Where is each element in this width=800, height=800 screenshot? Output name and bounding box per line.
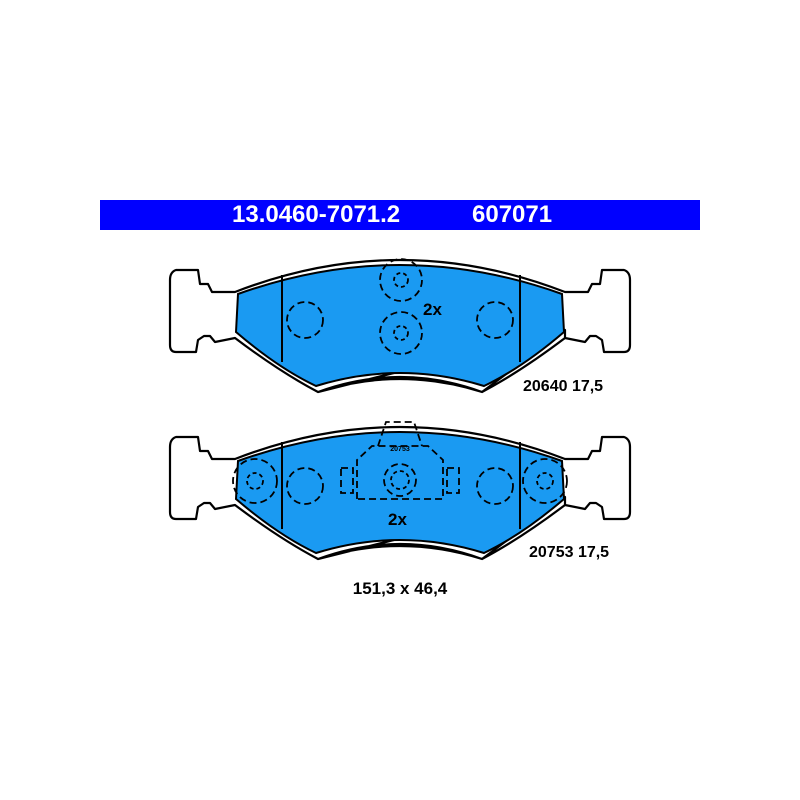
pad-2-label: 20753 17,5 xyxy=(529,544,609,561)
brake-pad-2: 20753 2x 20753 17,5 xyxy=(168,421,632,561)
pad-1-label: 20640 17,5 xyxy=(523,378,603,395)
pad-1-quantity: 2x xyxy=(423,300,442,319)
brake-pad-1: 2x 20640 17,5 xyxy=(168,258,632,395)
short-number: 607071 xyxy=(472,201,553,228)
header-bar: 13.0460-7071.2 607071 xyxy=(100,200,700,230)
pad-2-hidden-features xyxy=(232,421,568,505)
dimensions-label: 151,3 x 46,4 xyxy=(353,579,448,598)
pad-2-quantity: 2x xyxy=(388,510,407,529)
sensor-marking: 20753 xyxy=(390,446,410,453)
pad-1-hidden-features xyxy=(286,258,514,355)
part-number: 13.0460-7071.2 xyxy=(232,201,401,228)
